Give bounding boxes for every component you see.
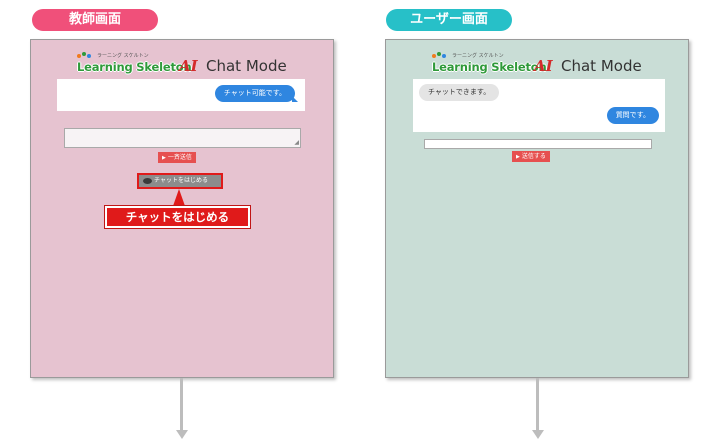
chat-message-text: 質問です。 [615,111,650,119]
logo-kana: ラーニング スケルトン [452,53,504,59]
app-logo: ラーニング スケルトン Learning Skeleton AI Chat Mo… [77,52,297,82]
chat-log: チャットできます。 質問です。 [413,79,665,132]
teacher-panel: ラーニング スケルトン Learning Skeleton AI Chat Mo… [30,39,334,378]
message-input[interactable] [424,139,652,149]
chat-message-text: チャットできます。 [428,88,491,96]
chat-bubble-icon [143,177,152,184]
chat-message-text: チャット可能です。 [223,89,286,97]
chat-message-outgoing: 質問です。 [606,107,659,124]
logo-ai: AI [534,57,553,75]
app-logo: ラーニング スケルトン Learning Skeleton AI Chat Mo… [432,52,652,82]
chat-log: チャット可能です。 [57,79,305,111]
callout-pointer-icon [173,189,185,206]
send-button[interactable]: ▶送信する [512,151,550,162]
down-arrow-icon [532,378,544,440]
down-arrow-icon [176,378,188,440]
teacher-screen-tag: 教師画面 [32,9,158,31]
logo-dots-icon [77,52,95,60]
logo-learning-skeleton: Learning Skeleton [77,60,192,74]
user-screen-tag: ユーザー画面 [386,9,512,31]
send-all-label: 一斉送信 [167,154,192,161]
send-all-button[interactable]: ▶一斉送信 [158,152,196,163]
logo-dots-icon [432,52,450,60]
callout-label: チャットをはじめる [105,206,250,228]
start-chat-button[interactable]: チャットをはじめる [137,173,223,189]
logo-learning-skeleton: Learning Skeleton [432,60,547,74]
resize-grip-icon[interactable]: ◢ [294,139,299,146]
chat-message-outgoing: チャット可能です。 [214,85,298,102]
start-chat-label: チャットをはじめる [154,177,208,184]
play-triangle-icon: ▶ [162,155,166,161]
logo-kana: ラーニング スケルトン [97,53,149,59]
play-triangle-icon: ▶ [516,154,520,160]
chat-message-incoming: チャットできます。 [419,84,500,101]
user-panel: ラーニング スケルトン Learning Skeleton AI Chat Mo… [385,39,689,378]
logo-chat-mode: Chat Mode [206,57,287,75]
message-textarea[interactable]: ◢ [64,128,301,148]
send-label: 送信する [521,153,546,160]
logo-chat-mode: Chat Mode [561,57,642,75]
bubble-tail-icon [292,96,298,102]
logo-ai: AI [179,57,198,75]
